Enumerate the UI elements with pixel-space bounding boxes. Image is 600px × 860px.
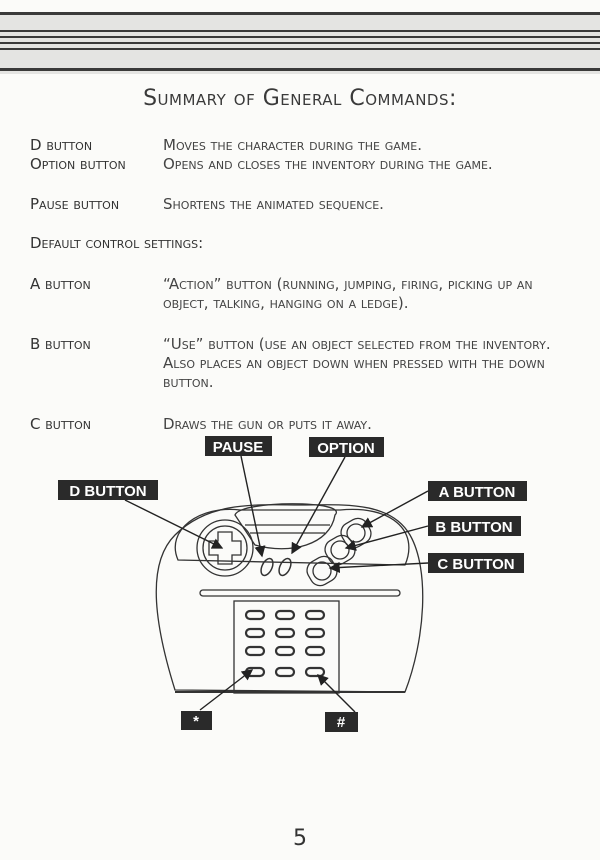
control-description: “Action” button (running, jumping, firin…	[163, 275, 533, 312]
callout-arrows	[124, 455, 429, 713]
header-rule	[0, 48, 600, 50]
command-description: Opens and closes the inventory during th…	[163, 155, 493, 173]
svg-text:A BUTTON: A BUTTON	[439, 484, 516, 501]
svg-text:D BUTTON: D BUTTON	[69, 483, 146, 500]
page-title: Summary of General Commands:	[143, 86, 457, 111]
label-star: *	[181, 711, 212, 730]
command-label: Pause button	[30, 195, 120, 213]
control-description: “Use” button (use an object selected fro…	[163, 335, 551, 391]
command-label: D button	[30, 136, 93, 154]
label-option: OPTION	[309, 437, 384, 457]
section-heading: Default control settings:	[30, 234, 204, 252]
control-description: Draws the gun or puts it away.	[163, 415, 372, 433]
label-hash: #	[325, 712, 358, 732]
keypad	[244, 609, 326, 678]
control-label: A button	[30, 275, 91, 293]
control-label: C button	[30, 415, 91, 433]
control-label: B button	[30, 335, 91, 353]
header-rule	[0, 12, 600, 15]
svg-text:OPTION: OPTION	[317, 440, 375, 457]
svg-text:*: *	[193, 713, 199, 730]
header-rule	[0, 36, 600, 38]
d-pad-icon	[196, 519, 254, 577]
svg-text:PAUSE: PAUSE	[213, 439, 264, 456]
command-label: Option button	[30, 155, 126, 173]
svg-text:#: #	[337, 714, 346, 731]
controller-outline	[155, 503, 424, 694]
label-d-button: D BUTTON	[58, 480, 158, 500]
header-rule	[0, 30, 600, 32]
label-a-button: A BUTTON	[428, 481, 527, 501]
label-c-button: C BUTTON	[428, 553, 524, 573]
pause-option-buttons	[260, 557, 292, 577]
page-number: 5	[293, 826, 307, 851]
command-description: Moves the character during the game.	[163, 136, 423, 154]
svg-text:B BUTTON: B BUTTON	[435, 519, 512, 536]
svg-text:C BUTTON: C BUTTON	[437, 556, 514, 573]
header-rule	[0, 42, 600, 44]
header-rule	[0, 68, 600, 71]
label-b-button: B BUTTON	[428, 516, 521, 536]
command-description: Shortens the animated sequence.	[163, 195, 384, 213]
label-pause: PAUSE	[205, 436, 272, 456]
